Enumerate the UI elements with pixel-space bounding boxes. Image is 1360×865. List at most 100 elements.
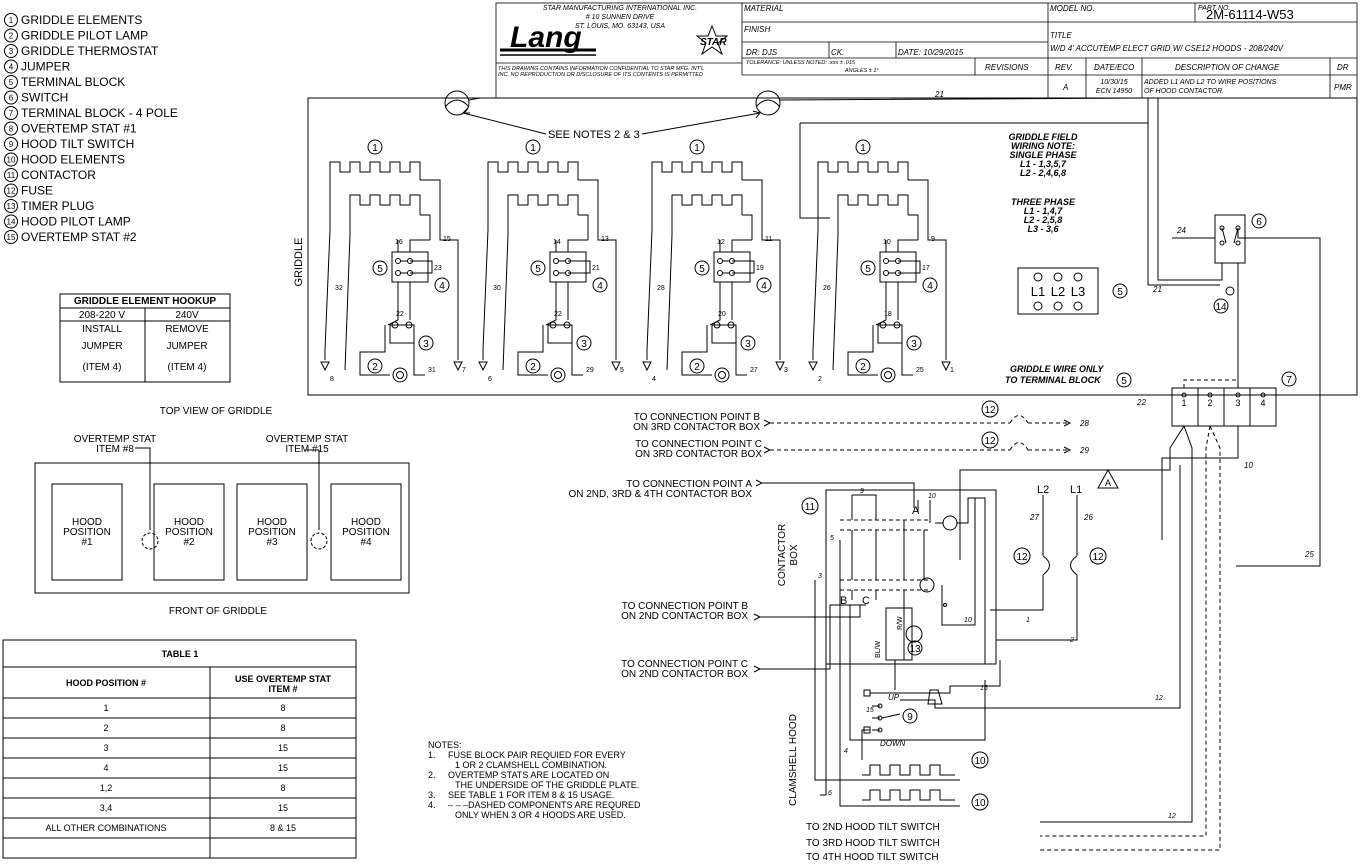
overtemp-stat-2-symbol (444, 90, 470, 116)
hookup-cell: JUMPER (81, 341, 122, 352)
legend-number-circle (4, 59, 18, 74)
legend-number: 7 (9, 109, 14, 118)
legend-item-label: HOOD ELEMENTS (21, 153, 125, 167)
switch-6: 6 14 (1157, 98, 1321, 567)
wire-number: 10 (928, 493, 936, 500)
hood-position-label: HOOD (174, 517, 204, 528)
contactor-box (825, 489, 997, 665)
legend-number: 14 (7, 218, 16, 227)
rev-description: ADDED L1 AND L2 TO WIRE POSITIONS (1143, 79, 1277, 86)
hood-position-label: #3 (266, 537, 278, 548)
wire-number: 31 (428, 367, 436, 374)
legend-item-label: JUMPER (21, 60, 71, 74)
svg-text:2: 2 (372, 362, 378, 373)
wire-number: 26 (1083, 513, 1093, 522)
note-number: 1. (428, 750, 436, 760)
part-no-label: PART NO. (1198, 5, 1230, 12)
rev-header: REV. (1055, 63, 1073, 72)
three-phase-line: L1 - 1,4,7 (1024, 206, 1064, 216)
wire-number: 15 (443, 236, 451, 243)
hood-elements: 10 10 (862, 751, 989, 811)
table1-cell: 4 (103, 763, 108, 773)
connection-label: ON 3RD CONTACTOR BOX (633, 422, 760, 433)
hookup-col2: 240V (175, 310, 199, 321)
tilt-down-label: DOWN (880, 739, 906, 748)
wire-number: 22 (1136, 398, 1146, 407)
overtemp-stat-label: OVERTEMP STAT (74, 434, 157, 445)
connection-point-c: C (862, 595, 870, 607)
hood-position-label: #1 (81, 537, 93, 548)
hookup-col1: 208-220 V (79, 310, 125, 321)
checked-by: CK. (831, 48, 844, 57)
field-note-line: WIRING NOTE: (1011, 141, 1075, 151)
table1-cell: 15 (278, 763, 288, 773)
hood-position-label: HOOD (257, 517, 287, 528)
svg-text:11: 11 (805, 502, 816, 513)
legend-item-label: FUSE (21, 184, 53, 198)
svg-text:5: 5 (1117, 287, 1123, 298)
terminal-number: 1 (1181, 398, 1186, 408)
wire-number: 8 (330, 376, 334, 383)
legend-number: 4 (9, 63, 14, 72)
wire-number: 27 (1029, 513, 1039, 522)
svg-text:1: 1 (694, 143, 700, 154)
svg-text:5: 5 (699, 264, 705, 275)
svg-text:3: 3 (423, 339, 429, 350)
legend-number-circle (4, 28, 18, 43)
legend-number-circle (4, 152, 18, 167)
clamshell-hood-label: CLAMSHELL HOOD (788, 714, 799, 806)
svg-text:STAR: STAR (700, 37, 727, 48)
three-phase-line: THREE PHASE (1011, 197, 1076, 207)
svg-text:7: 7 (1286, 375, 1292, 386)
svg-text:3: 3 (581, 339, 587, 350)
svg-text:12: 12 (1092, 552, 1104, 563)
overtemp-stat-1-symbol (755, 90, 781, 116)
svg-text:1: 1 (372, 143, 378, 154)
wire-number: 5 (620, 367, 624, 374)
table1-cell: 8 (280, 783, 285, 793)
table1-header: USE OVERTEMP STAT (235, 674, 332, 684)
wire-number: 21 (1152, 285, 1162, 294)
legend-number-circle (4, 121, 18, 136)
svg-text:4: 4 (761, 281, 767, 292)
table1-title: TABLE 1 (162, 649, 199, 659)
hood-position-label: POSITION (165, 527, 213, 538)
table1-cell: 1,2 (100, 783, 113, 793)
contactor-box-label: CONTACTOR (777, 524, 788, 586)
svg-text:3: 3 (911, 339, 917, 350)
revision-marker: A (1105, 478, 1111, 488)
overtemp-stat-label: OVERTEMP STAT (266, 434, 349, 445)
svg-text:1: 1 (860, 143, 866, 154)
wire-number: 16 (395, 239, 403, 246)
wire-number: 5 (830, 535, 834, 542)
front-of-griddle-label: FRONT OF GRIDDLE (169, 606, 267, 617)
terminal-number: 3 (1235, 398, 1240, 408)
wire-number: 27 (750, 367, 758, 374)
table1-cell: 3 (103, 743, 108, 753)
connection-label: TO CONNECTION POINT C (621, 659, 748, 670)
hookup-cell: REMOVE (165, 324, 209, 335)
wire-number: 21 (934, 90, 944, 99)
connection-label: TO CONNECTION POINT A (626, 479, 752, 490)
connection-label: TO CONNECTION POINT B (622, 601, 749, 612)
part-number: 2M-61114-W53 (1206, 7, 1294, 22)
lang-logo: Lang (500, 21, 596, 56)
wire-number: 13 (601, 236, 609, 243)
wire-number: 12 (717, 239, 725, 246)
top-view-title: TOP VIEW OF GRIDDLE (160, 406, 273, 417)
wire-color-label: BL/W (875, 640, 882, 658)
note-text: SEE TABLE 1 FOR ITEM 8 & 15 USAGE. (448, 790, 614, 800)
svg-text:5: 5 (1121, 376, 1127, 387)
svg-text:12: 12 (984, 436, 996, 447)
svg-text:2: 2 (530, 362, 536, 373)
wire-number: 29 (586, 367, 594, 374)
table1-cell: ALL OTHER COMBINATIONS (45, 823, 166, 833)
date-eco-header: DATE/ECO (1094, 63, 1134, 72)
star-logo: STAR (695, 24, 729, 56)
legend-item-label: GRIDDLE PILOT LAMP (21, 29, 148, 43)
